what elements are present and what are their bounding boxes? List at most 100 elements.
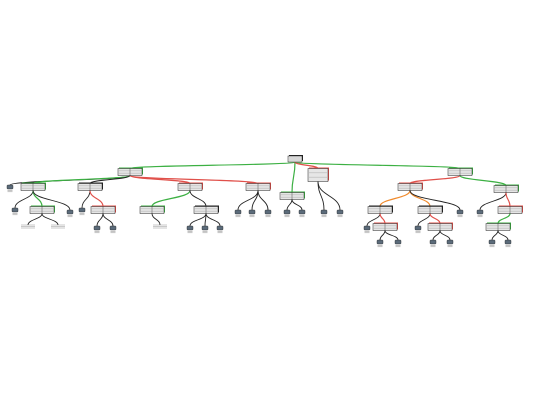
tree-edge-b2b	[505, 192, 511, 207]
tree-edge-m1	[291, 161, 296, 193]
node-icon	[363, 225, 371, 231]
node-icon	[476, 209, 484, 215]
node-icon	[248, 209, 256, 215]
tree-node-m1a[interactable]	[283, 209, 291, 217]
tree-node-a[interactable]	[117, 167, 143, 176]
tree-node-b2b[interactable]	[497, 205, 523, 214]
tree-node-a1[interactable]	[6, 184, 14, 192]
node-icon	[488, 239, 496, 245]
tree-edge-a3a	[81, 190, 91, 209]
tree-node-b1b[interactable]	[417, 205, 443, 214]
tree-node-a4b3[interactable]	[216, 225, 224, 233]
tree-edge-m1a	[286, 199, 293, 211]
node-icon	[376, 239, 384, 245]
tree-node-a2b2[interactable]	[51, 224, 65, 229]
node-icon	[66, 209, 74, 215]
tree-edge-b2	[459, 174, 507, 187]
tree-edge-a2b2	[41, 213, 59, 226]
node-icon	[414, 225, 422, 231]
tree-edge-a3b	[89, 190, 104, 207]
tree-node-b2a[interactable]	[476, 209, 484, 217]
node-icon	[298, 209, 306, 215]
tree-edge-m2b	[317, 181, 341, 211]
tree-node-b2b1b[interactable]	[504, 239, 512, 247]
node-icon	[264, 209, 272, 215]
tree-node-a4a[interactable]	[139, 205, 165, 214]
tree-node-m2a[interactable]	[320, 209, 328, 217]
tree-node-m2b[interactable]	[336, 209, 344, 217]
tree-edge-a2a	[14, 190, 34, 209]
tree-node-b1a2[interactable]	[372, 222, 398, 231]
node-icon	[446, 239, 454, 245]
tree-node-a4a1[interactable]	[153, 224, 167, 229]
tree-edge-a4a1	[151, 213, 161, 226]
tree-edge-b1	[409, 174, 461, 185]
tree-node-a3a[interactable]	[78, 207, 86, 215]
node-icon	[336, 209, 344, 215]
tree-edge-b1b2	[429, 213, 441, 224]
tree-node-b1a1[interactable]	[363, 225, 371, 233]
tree-node-b2b1[interactable]	[485, 222, 511, 231]
tree-node-m2[interactable]	[307, 167, 329, 182]
tree-node-a3b1[interactable]	[93, 225, 101, 233]
tree-node-a2c[interactable]	[66, 209, 74, 217]
tree-node-m1b[interactable]	[298, 209, 306, 217]
tree-node-a4b[interactable]	[193, 205, 219, 214]
tree-edge-b2b1	[497, 213, 511, 224]
node-icon	[201, 225, 209, 231]
node-icon	[283, 209, 291, 215]
tree-node-a2b[interactable]	[29, 205, 55, 214]
tree-edge-b1b1	[417, 213, 431, 227]
tree-edge-b1a2a	[379, 230, 386, 241]
node-icon	[429, 239, 437, 245]
node-icon	[456, 209, 464, 215]
tree-edge-a2	[32, 174, 131, 185]
tree-node-a4[interactable]	[177, 182, 203, 191]
tree-edge-a3b2	[102, 213, 114, 227]
tree-node-b2[interactable]	[493, 184, 519, 193]
tree-nodes	[6, 155, 523, 247]
node-icon	[11, 207, 19, 213]
tree-edge-a	[129, 161, 296, 170]
tree-edge-m1b	[291, 199, 303, 211]
tree-node-a5b[interactable]	[248, 209, 256, 217]
tree-edge-b1b2a	[432, 230, 441, 241]
tree-node-a2[interactable]	[20, 182, 46, 191]
tree-edge-b	[294, 161, 461, 170]
tree-node-b1b2a[interactable]	[429, 239, 437, 247]
tree-edge-b1a2	[379, 213, 386, 224]
tree-edge-a2c	[32, 190, 71, 211]
tree-node-b1b1[interactable]	[414, 225, 422, 233]
tree-node-a5a[interactable]	[234, 209, 242, 217]
node-box	[307, 168, 329, 182]
tree-node-b1a2a[interactable]	[376, 239, 384, 247]
tree-edge-a5c	[257, 190, 269, 211]
tree-node-a3[interactable]	[77, 182, 103, 191]
tree-node-root[interactable]	[287, 155, 303, 163]
tree-node-a4b2[interactable]	[201, 225, 209, 233]
tree-node-m1[interactable]	[279, 191, 305, 200]
tree-edge-b1a2b	[384, 230, 399, 241]
node-icon	[186, 225, 194, 231]
tree-node-a2a[interactable]	[11, 207, 19, 215]
tree-edge-b2a	[479, 192, 507, 211]
tree-node-b[interactable]	[447, 167, 473, 176]
tree-node-a3b2[interactable]	[109, 225, 117, 233]
tree-node-a5c[interactable]	[264, 209, 272, 217]
node-icon	[394, 239, 402, 245]
tree-node-b1c[interactable]	[456, 209, 464, 217]
tree-node-b2b1a[interactable]	[488, 239, 496, 247]
tree-node-a2b1[interactable]	[21, 224, 35, 229]
tree-node-b1b2b[interactable]	[446, 239, 454, 247]
tree-node-b1b2[interactable]	[427, 222, 453, 231]
tree-node-b1[interactable]	[397, 182, 423, 191]
tree-node-a3b[interactable]	[90, 205, 116, 214]
tree-edge-a5	[129, 174, 259, 185]
tree-edge-b2b1b	[497, 230, 509, 241]
tree-node-a5[interactable]	[245, 182, 271, 191]
tree-node-b1a[interactable]	[367, 205, 393, 214]
tree-node-b1a2b[interactable]	[394, 239, 402, 247]
node-icon	[234, 209, 242, 215]
tree-node-a4b1[interactable]	[186, 225, 194, 233]
